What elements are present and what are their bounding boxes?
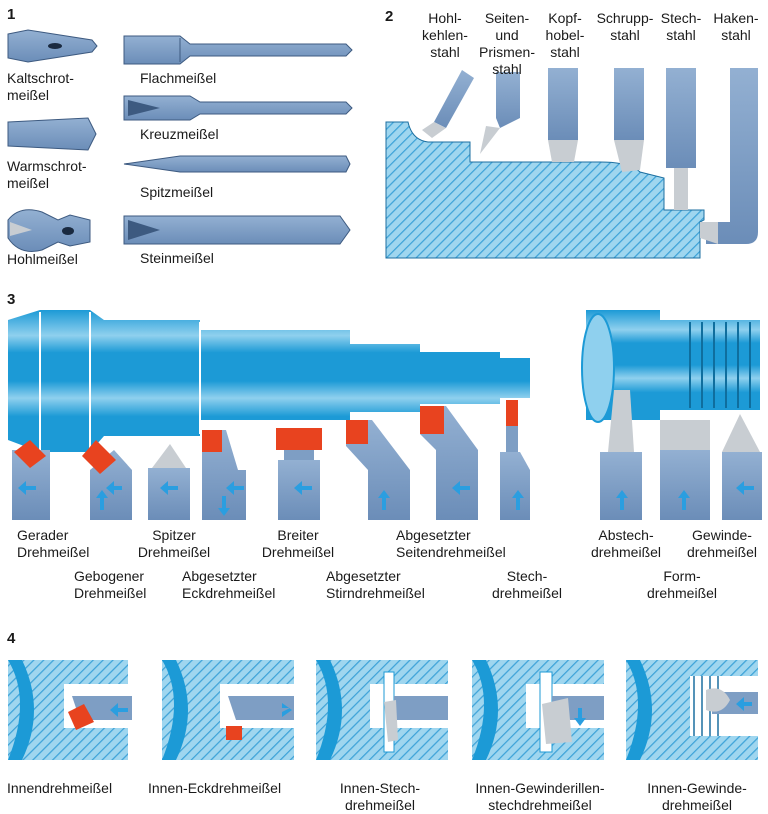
tool-hohlkehlenstahl — [422, 70, 474, 138]
turning-tool-spitzer — [148, 444, 190, 520]
section-number-1: 1 — [7, 6, 16, 23]
label-kopfhobelstahl: Kopf- hobel- stahl — [545, 10, 585, 60]
chisel-kaltschrot — [7, 29, 98, 63]
label-gerader-drehmeissel: Gerader Drehmeißel — [17, 527, 90, 560]
form-workpiece — [581, 310, 760, 423]
tool-schruppstahl — [614, 68, 644, 172]
turning-tool-abstech — [600, 390, 642, 520]
label-flachmeissel: Flachmeißel — [140, 70, 217, 86]
turning-tool-stirn — [346, 420, 410, 520]
label-stechstahl: Stech- stahl — [660, 10, 702, 43]
internal-tool-eck — [162, 660, 294, 760]
label-hohlkehlenstahl: Hohl- kehlen- stahl — [422, 10, 468, 60]
label-hohlmeissel: Hohlmeißel — [7, 251, 78, 267]
label-innen-gewindedrehmeissel: Innen-Gewinde- drehmeißel — [647, 780, 747, 813]
tool-seitenstahl — [480, 72, 520, 154]
label-steinmeissel: Steinmeißel — [140, 250, 214, 266]
label-stirndrehmeissel: Abgesetzter Stirndrehmeißel — [326, 568, 425, 601]
label-seitenstahl: Seiten- und Prismen- stahl — [478, 10, 535, 77]
label-stechdrehmeissel: Stech- drehmeißel — [491, 568, 563, 601]
label-gewindedrehmeissel: Gewinde- drehmeißel — [686, 527, 758, 560]
chisel-spitz — [123, 155, 351, 173]
label-innendrehmeissel: Innendrehmeißel — [7, 780, 113, 796]
label-formdrehmeissel: Form- drehmeißel — [646, 568, 718, 601]
chisel-stein — [123, 215, 351, 245]
chisel-flach — [123, 35, 353, 65]
tool-hakenstahl — [700, 68, 758, 244]
turning-tool-gerader — [12, 440, 50, 520]
chisel-warmschrot — [7, 117, 97, 151]
label-gebogener-drehmeissel: Gebogener Drehmeißel — [74, 568, 147, 601]
label-hakenstahl: Haken- stahl — [713, 10, 759, 43]
turning-tool-form — [660, 420, 710, 520]
label-eckdrehmeissel: Abgesetzter Eckdrehmeißel — [182, 568, 276, 601]
label-innen-gewinderillen: Innen-Gewinderillen- stechdrehmeißel — [475, 780, 605, 813]
tool-kopfhobelstahl — [548, 68, 578, 162]
label-seitendrehmeissel: Abgesetzter Seitendrehmeißel — [396, 527, 506, 560]
label-innen-stechdrehmeissel: Innen-Stech- drehmeißel — [339, 780, 421, 813]
internal-tool-gewinde — [626, 660, 758, 760]
label-spitzmeissel: Spitzmeißel — [140, 184, 214, 200]
label-schruppstahl: Schrupp- stahl — [596, 10, 654, 43]
section-number-4: 4 — [7, 630, 16, 647]
turning-tool-breiter — [276, 428, 322, 520]
label-innen-eckdrehmeissel: Innen-Eckdrehmeißel — [148, 780, 282, 796]
label-warmschrotmeissel: Warmschrot- meißel — [7, 158, 87, 191]
section-number-3: 3 — [7, 291, 16, 308]
internal-tool-gewinderillen — [472, 660, 604, 760]
turning-tool-gebogener — [82, 440, 132, 520]
chisel-hohl — [7, 209, 91, 252]
label-kreuzmeissel: Kreuzmeißel — [140, 126, 219, 142]
internal-tool-stech — [316, 660, 448, 760]
turning-tool-gewinde — [722, 414, 762, 520]
label-spitzer-drehmeissel: Spitzer Drehmeißel — [137, 527, 211, 560]
label-kaltschrotmeissel: Kaltschrot- meißel — [7, 70, 74, 103]
internal-tool-innen — [8, 660, 132, 760]
turning-tool-seiten — [420, 406, 478, 520]
turning-tool-stech — [500, 400, 530, 520]
turning-shaft — [8, 310, 530, 452]
label-abstechdrehmeissel: Abstech- drehmeißel — [590, 527, 662, 560]
turning-tool-eck — [202, 430, 246, 520]
planing-workpiece — [385, 121, 705, 259]
label-breiter-drehmeissel: Breiter Drehmeißel — [261, 527, 335, 560]
chisel-kreuz — [123, 95, 353, 121]
tool-stechstahl — [666, 68, 696, 210]
section-number-2: 2 — [385, 8, 394, 25]
